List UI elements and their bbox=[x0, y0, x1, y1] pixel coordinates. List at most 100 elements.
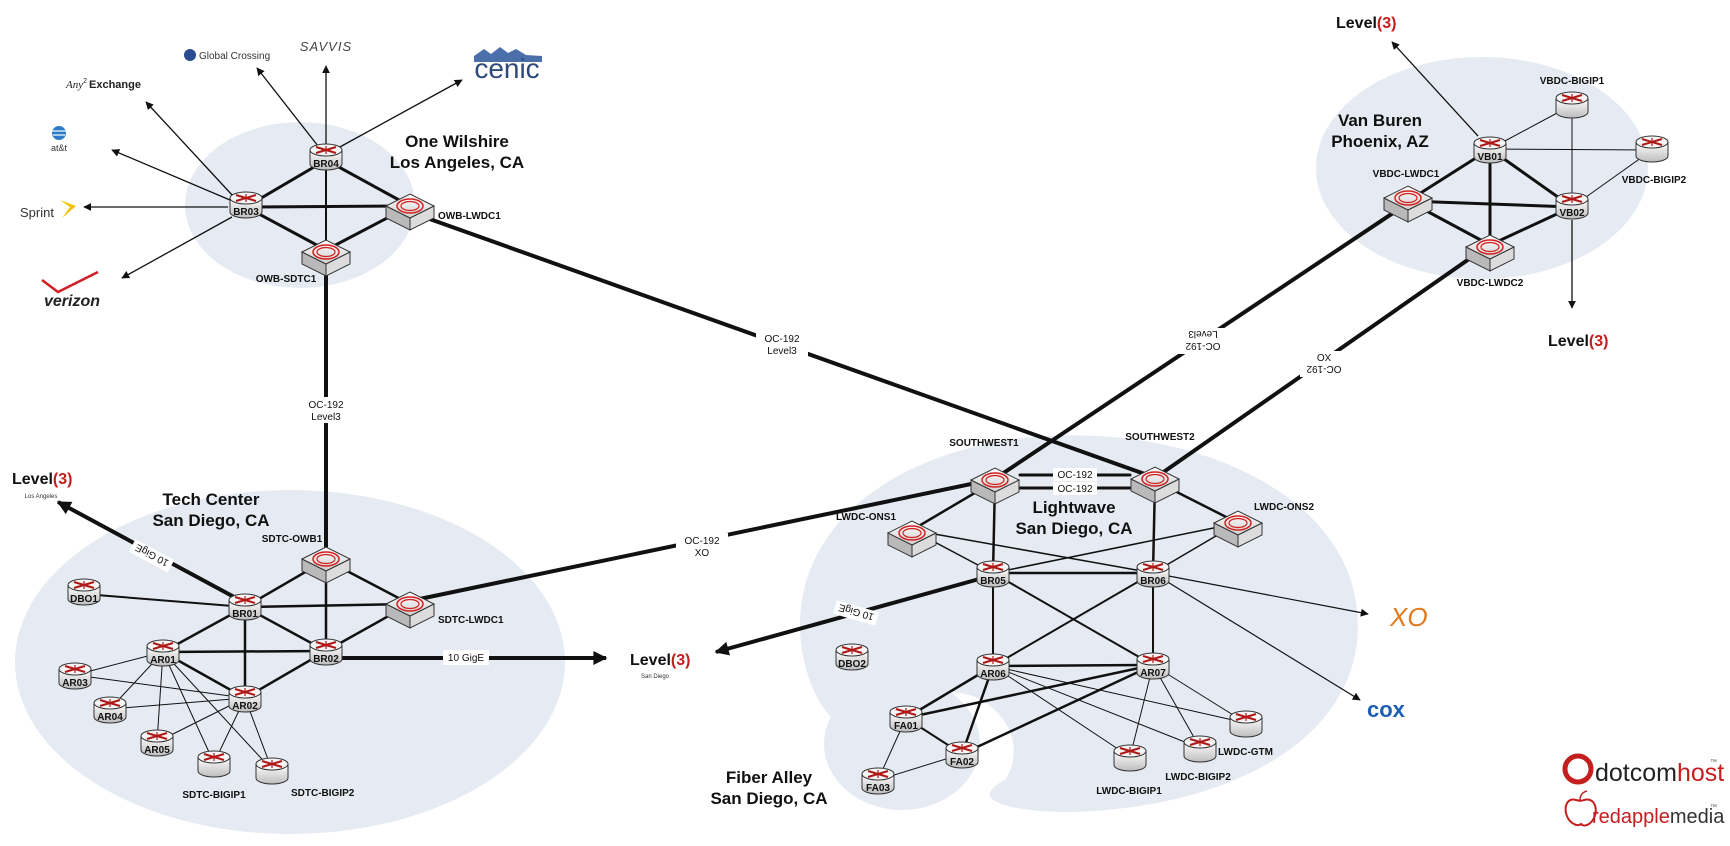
redapple-a: redapple bbox=[1592, 806, 1670, 828]
device-label: OWB-LWDC1 bbox=[438, 211, 501, 222]
cenic-mountains-icon bbox=[474, 47, 542, 62]
redapplemedia-logo: redapplemedia ™ bbox=[1564, 790, 1725, 828]
link bbox=[162, 649, 327, 654]
bubble-one-wilshire bbox=[185, 122, 415, 288]
red-apple-icon bbox=[1564, 798, 1597, 827]
cox-logo: cox bbox=[1367, 697, 1406, 722]
router-vb02: VB02 bbox=[1555, 192, 1589, 220]
label-owb-sw2-line2: Level3 bbox=[767, 346, 797, 357]
label-sw-pair-b-text: OC-192 bbox=[1057, 484, 1092, 495]
site-fiber-alley-name: Fiber Alley bbox=[726, 768, 813, 787]
att-logo: at&t bbox=[51, 126, 68, 153]
switch-vbdc-lwdc1: VBDC-LWDC1 bbox=[1373, 169, 1440, 223]
link bbox=[109, 697, 246, 710]
switch-ring bbox=[396, 198, 424, 214]
global-crossing-logo: Global Crossing bbox=[184, 49, 270, 62]
switch-top bbox=[1464, 234, 1516, 260]
switch-ring bbox=[1394, 190, 1422, 206]
any2-sup: 2 bbox=[83, 78, 87, 85]
switch-sdtc-owb1: SDTC-OWB1 bbox=[262, 534, 352, 584]
device-label: SDTC-OWB1 bbox=[262, 534, 323, 545]
level3-logo-bottom: Level(3) bbox=[1548, 333, 1608, 350]
switch-top bbox=[1382, 185, 1434, 211]
site-lightwave-city: San Diego, CA bbox=[1015, 519, 1132, 538]
label-br02-level3-sd: 10 GigE bbox=[443, 650, 489, 665]
level3-la-word: Level bbox=[12, 471, 53, 488]
label-sw1-vbdc: OC-192 Level3 bbox=[1177, 328, 1229, 354]
site-van-buren-city: Phoenix, AZ bbox=[1331, 132, 1429, 151]
dotcomhost-tm: ™ bbox=[1710, 759, 1717, 766]
device-label: LWDC-ONS1 bbox=[836, 512, 896, 523]
level3-logo-top: Level(3) bbox=[1336, 15, 1396, 32]
device-label: VB02 bbox=[1559, 208, 1584, 219]
device-label: SDTC-BIGIP1 bbox=[182, 790, 246, 801]
switch-ring bbox=[1228, 517, 1248, 529]
device-label: FA01 bbox=[894, 721, 918, 732]
device-label: VBDC-BIGIP2 bbox=[1622, 175, 1687, 186]
verizon-check-icon bbox=[41, 270, 99, 294]
link bbox=[325, 158, 411, 208]
switch-ring bbox=[1476, 239, 1504, 255]
device-label: DBO1 bbox=[70, 594, 98, 605]
device-label: BR01 bbox=[232, 609, 258, 620]
site-tech-center-name: Tech Center bbox=[163, 490, 260, 509]
peer-link-level3-top bbox=[1391, 41, 1479, 137]
switch-ring bbox=[1141, 471, 1169, 487]
router-fa03: FA03 bbox=[861, 767, 895, 795]
sprint-logo: Sprint bbox=[20, 200, 76, 220]
switch-ring bbox=[400, 200, 420, 212]
router-ar03: AR03 bbox=[58, 662, 92, 690]
switch-top bbox=[1212, 510, 1264, 536]
label-sw2-vbdc2-line1: OC-192 bbox=[1306, 363, 1341, 374]
peer-link-verizon bbox=[121, 216, 233, 279]
redapple-b: media bbox=[1670, 806, 1725, 828]
device-label: VB01 bbox=[1477, 152, 1502, 163]
site-fiber-alley-city: San Diego, CA bbox=[710, 789, 827, 808]
link bbox=[992, 665, 1131, 758]
label-sw2-vbdc2: OC-192 XO bbox=[1300, 351, 1348, 377]
link bbox=[74, 674, 246, 699]
level3-sd-num: (3) bbox=[671, 652, 691, 669]
device-label: BR02 bbox=[313, 654, 339, 665]
peer-link-cenic bbox=[337, 79, 463, 149]
link bbox=[992, 572, 1154, 667]
switch-ring bbox=[898, 525, 926, 541]
device-label: SDTC-BIGIP2 bbox=[291, 788, 355, 799]
link bbox=[911, 529, 1154, 574]
link bbox=[244, 602, 411, 609]
switch-owb-sdtc1: OWB-SDTC1 bbox=[256, 239, 352, 285]
device-label: VBDC-BIGIP1 bbox=[1540, 76, 1605, 87]
device-label: LWDC-GTM bbox=[1218, 747, 1273, 758]
switch-top bbox=[886, 520, 938, 546]
link bbox=[1129, 664, 1154, 758]
link bbox=[83, 593, 246, 608]
dotcomhost-a: dotcom bbox=[1595, 759, 1677, 787]
device-label: VBDC-LWDC2 bbox=[1457, 278, 1524, 289]
label-sw-pair-a: OC-192 bbox=[1053, 468, 1097, 481]
switch-southwest1: SOUTHWEST1 bbox=[949, 438, 1021, 505]
label-owb-sdtc: OC-192 Level3 bbox=[300, 397, 352, 423]
level3-top-num: (3) bbox=[1377, 15, 1397, 32]
switch-ring bbox=[985, 474, 1005, 486]
link bbox=[960, 665, 995, 755]
dotcomhost-ring-icon bbox=[1562, 753, 1594, 785]
device-label: LWDC-ONS2 bbox=[1254, 502, 1314, 513]
level3-top-word: Level bbox=[1336, 15, 1377, 32]
device-label: LWDC-BIGIP2 bbox=[1165, 772, 1231, 783]
switch-vbdc-lwdc2: VBDC-LWDC2 bbox=[1457, 234, 1524, 289]
device-label: AR07 bbox=[1140, 668, 1166, 679]
router-lwdc-bigip2: LWDC-BIGIP2 bbox=[1165, 735, 1231, 783]
switch-ring bbox=[1224, 515, 1252, 531]
global-crossing-globe-icon bbox=[184, 49, 196, 61]
branding: dotcomhost ™ redapplemedia ™ bbox=[1562, 753, 1725, 828]
device-label: DBO2 bbox=[838, 659, 866, 670]
switch-top bbox=[384, 591, 436, 617]
level3-top-text: Level(3) bbox=[1336, 15, 1396, 32]
link bbox=[162, 651, 215, 764]
device-label: LWDC-BIGIP1 bbox=[1096, 786, 1162, 797]
device-label: AR03 bbox=[62, 678, 88, 689]
verizon-text: verizon bbox=[44, 293, 100, 310]
switch-ring bbox=[312, 551, 340, 567]
switch-ring bbox=[902, 527, 922, 539]
router-fa01: FA01 bbox=[889, 705, 923, 733]
